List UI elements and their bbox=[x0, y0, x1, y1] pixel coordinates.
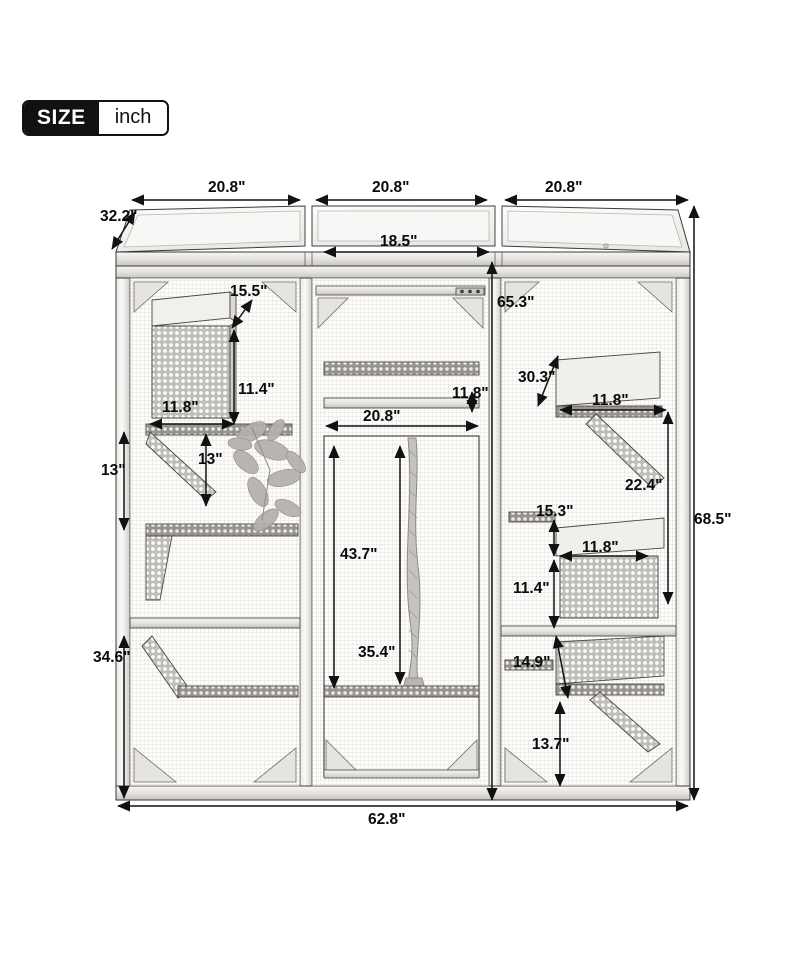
dim-left-box-height: 11.4" bbox=[238, 381, 275, 398]
size-badge-unit: inch bbox=[98, 102, 168, 134]
dim-right-mid-gap: 15.3" bbox=[536, 503, 574, 520]
dim-center-rope-length: 35.4" bbox=[358, 644, 396, 661]
plant-decoration bbox=[227, 419, 306, 532]
dim-right-lower-shelf-depth: 14.9" bbox=[513, 654, 551, 671]
dim-overall-height: 68.5" bbox=[694, 511, 732, 528]
size-badge: SIZE inch bbox=[22, 100, 170, 136]
left-bay bbox=[129, 277, 306, 787]
dim-left-lower-height: 34.6" bbox=[93, 649, 131, 666]
dim-door-width: 18.5" bbox=[380, 233, 418, 250]
dim-right-mid-shelf-height: 11.4" bbox=[513, 580, 550, 597]
dim-right-lower-clearance: 13.7" bbox=[532, 736, 570, 753]
dim-right-shelf-width: 11.8" bbox=[592, 392, 629, 409]
dim-left-box-depth: 15.5" bbox=[230, 283, 268, 300]
dim-center-shelf-width: 20.8" bbox=[363, 408, 401, 425]
dim-right-ramp-drop: 22.4" bbox=[625, 477, 663, 494]
size-badge-label: SIZE bbox=[24, 102, 99, 134]
dim-top-right-width: 20.8" bbox=[545, 179, 583, 196]
dim-center-shelf-thickness: 11.8" bbox=[452, 385, 489, 402]
dim-right-shelf-depth: 30.3" bbox=[518, 369, 556, 386]
dim-body-height: 65.3" bbox=[497, 294, 535, 311]
dimension-lines bbox=[111, 194, 700, 812]
dim-left-ramp-height: 13" bbox=[198, 451, 223, 468]
door-latch bbox=[455, 287, 485, 296]
dim-left-tier-height: 13" bbox=[101, 462, 126, 479]
roof-assembly bbox=[115, 205, 691, 267]
dim-top-left-width: 20.8" bbox=[208, 179, 246, 196]
dim-center-door-height: 43.7" bbox=[340, 546, 378, 563]
dim-roof-depth: 32.2" bbox=[100, 208, 138, 225]
dim-left-box-width: 11.8" bbox=[162, 399, 199, 416]
dim-right-mid-shelf-width: 11.8" bbox=[582, 539, 619, 556]
dim-overall-width: 62.8" bbox=[368, 811, 406, 828]
right-bay bbox=[500, 277, 677, 787]
dim-top-center-width: 20.8" bbox=[372, 179, 410, 196]
